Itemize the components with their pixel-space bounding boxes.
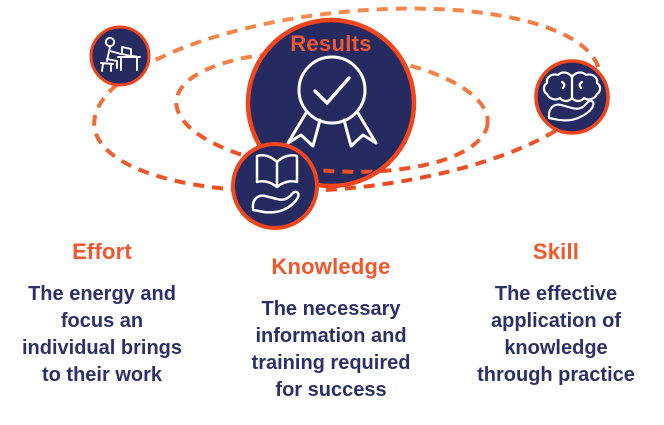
skill-line-4: through practice (477, 364, 635, 386)
effort-circle (89, 25, 151, 87)
results-label: Results (290, 31, 372, 56)
skill-description: The effective application of knowledge t… (446, 281, 664, 389)
effort-line-1: The energy and (28, 283, 176, 305)
effort-description: The energy and focus an individual bring… (2, 281, 202, 389)
effort-heading: Effort (72, 239, 132, 264)
effort-line-2: focus an (60, 310, 144, 332)
satellite-effort (89, 25, 151, 87)
column-effort: Effort The energy and focus an individua… (2, 238, 202, 389)
effort-line-3: individual brings (21, 337, 182, 359)
skill-line-1: The effective (494, 283, 618, 305)
knowledge-line-1: The necessary (261, 298, 401, 320)
skill-line-2: application of (491, 310, 621, 332)
brain-in-hand-icon (542, 71, 602, 122)
satellite-knowledge (231, 142, 319, 230)
knowledge-line-4: for success (275, 379, 387, 401)
open-book-in-hand-icon (251, 154, 300, 214)
knowledge-heading: Knowledge (271, 254, 391, 279)
award-medal-icon (286, 55, 378, 148)
skill-heading: Skill (532, 239, 580, 264)
knowledge-line-3: training required (251, 352, 411, 374)
column-skill: Skill The effective application of knowl… (446, 238, 664, 389)
orbit-front-segment (251, 140, 411, 174)
effort-line-4: to their work (41, 364, 162, 386)
satellite-skill (534, 59, 610, 135)
knowledge-description: The necessary information and training r… (221, 296, 441, 404)
orbit-diagram: Results (89, 6, 610, 230)
person-at-desk-icon (100, 36, 141, 72)
column-knowledge: Knowledge The necessary information and … (221, 253, 441, 404)
knowledge-line-2: information and (255, 325, 407, 347)
skill-line-3: knowledge (504, 337, 608, 359)
